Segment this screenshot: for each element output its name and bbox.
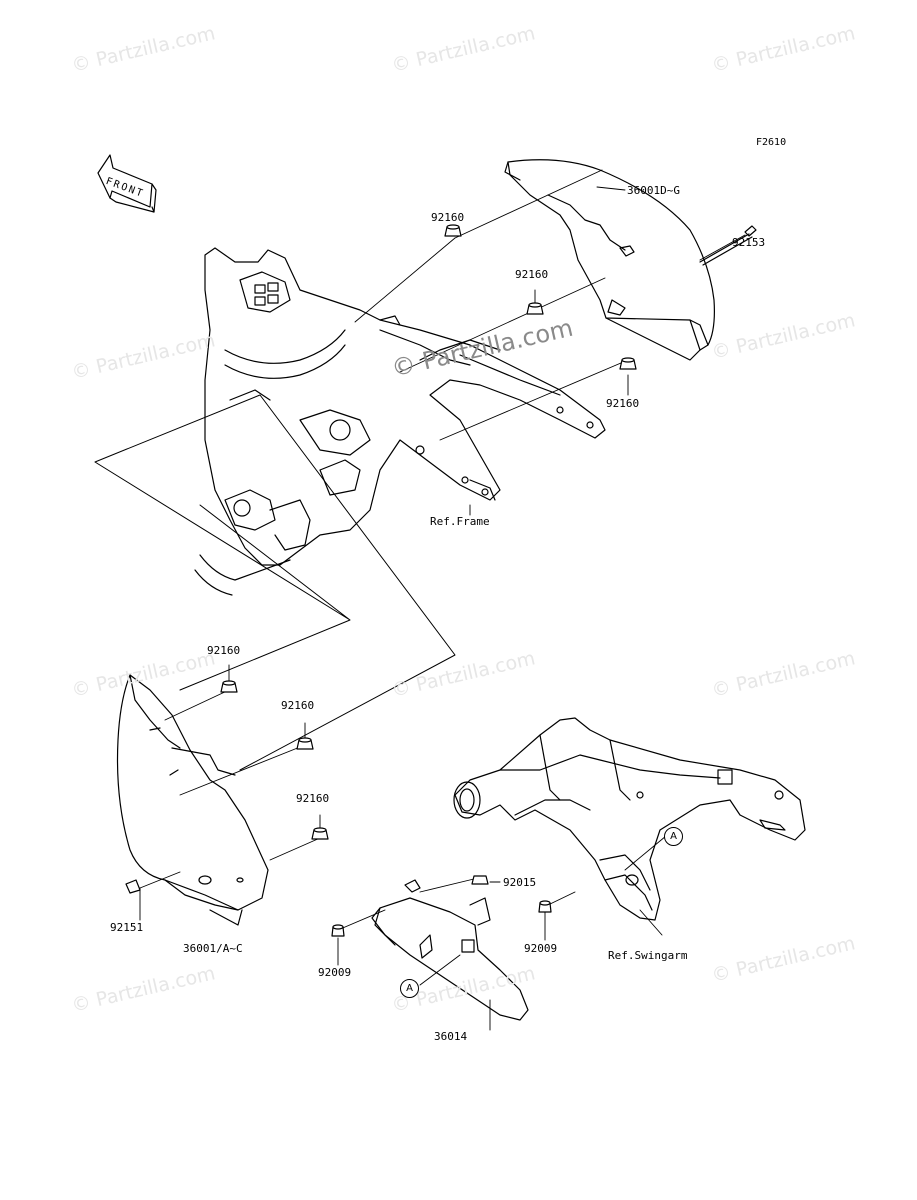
callout-36014: 36014 xyxy=(434,1030,468,1043)
reference-marker-a: A xyxy=(400,979,419,998)
callout-92009: 92009 xyxy=(524,942,558,955)
chain-guard-part xyxy=(371,879,529,1021)
nut-92160-upper-c xyxy=(619,357,637,370)
callout-36001-A-C: 36001/A~C xyxy=(183,942,243,955)
callout-92160: 92160 xyxy=(431,211,465,224)
frame-assembly xyxy=(194,247,606,596)
nut-92160-lower-a xyxy=(220,680,238,693)
swingarm-assembly xyxy=(453,717,806,921)
figure-code: F2610 xyxy=(756,137,787,148)
callout-92009: 92009 xyxy=(318,966,352,979)
nut-92160-lower-c xyxy=(311,827,329,840)
callout-92015: 92015 xyxy=(503,876,537,889)
screw-92151 xyxy=(125,879,141,894)
callout-ref-frame: Ref.Frame xyxy=(430,515,490,528)
callout-92160: 92160 xyxy=(296,792,330,805)
frame-boundary-line xyxy=(94,394,456,771)
callout-92160: 92160 xyxy=(606,397,640,410)
callout-92160: 92160 xyxy=(281,699,315,712)
nut-92160-lower-b xyxy=(296,737,314,750)
bolt-92009-left xyxy=(331,924,345,937)
callout-ref-swingarm: Ref.Swingarm xyxy=(608,949,688,962)
bolt-92153 xyxy=(699,225,757,266)
callout-92160: 92160 xyxy=(515,268,549,281)
left-side-cover-part xyxy=(116,674,269,926)
washer-92015 xyxy=(471,875,489,885)
callout-36001D-G: 36001D~G xyxy=(627,184,680,197)
bolt-92009-right xyxy=(538,900,552,913)
callout-92153: 92153 xyxy=(732,236,766,249)
right-side-cover-part xyxy=(504,159,715,361)
callout-92151: 92151 xyxy=(110,921,144,934)
nut-92160-upper-b xyxy=(526,302,544,315)
callout-92160: 92160 xyxy=(207,644,241,657)
front-arrow-icon xyxy=(97,154,157,213)
reference-marker-a: A xyxy=(664,827,683,846)
nut-92160-upper-a xyxy=(444,224,462,237)
